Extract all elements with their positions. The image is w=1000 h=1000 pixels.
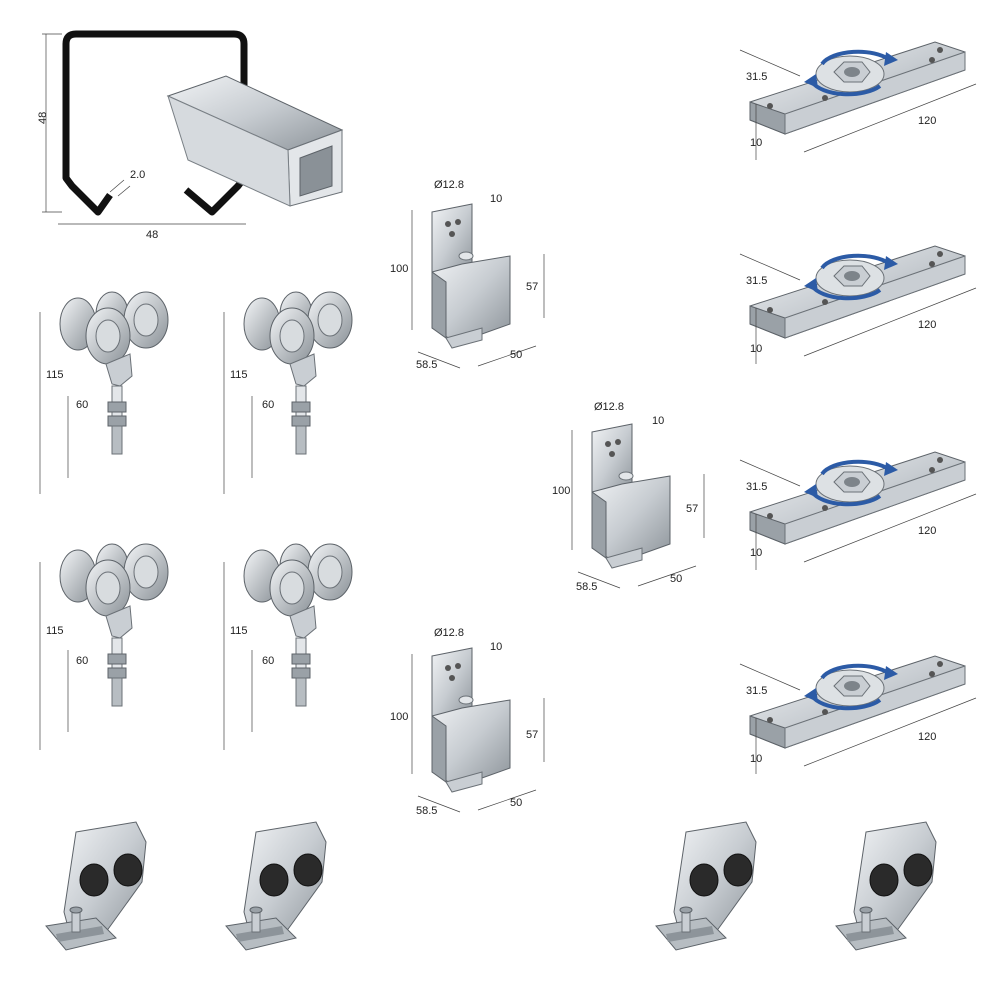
bracket-3 (431, 647, 511, 793)
bracket-1-depth: 58.5 (416, 359, 437, 371)
trolley-dims (39, 312, 253, 750)
bracket-2-depth: 58.5 (576, 581, 597, 593)
plate-1-length: 120 (918, 115, 936, 127)
trolley-1-height: 115 (46, 369, 64, 381)
bracket-3-inner-height: 57 (526, 729, 538, 741)
floor-guide-1 (45, 821, 147, 951)
bracket-1-width: 50 (510, 349, 522, 361)
trolley-4-bolt: 60 (262, 655, 274, 667)
trolley-3-height: 115 (46, 625, 64, 637)
rail-profile: 48 48 2.0 (37, 30, 248, 241)
bracket-1-hole: Ø12.8 (434, 179, 464, 191)
plate-3-offset: 31.5 (746, 481, 767, 493)
trolley-3-bolt: 60 (76, 655, 88, 667)
bracket-2 (591, 423, 671, 569)
trolley-1-bolt: 60 (76, 399, 88, 411)
bracket-1-inner-height: 57 (526, 281, 538, 293)
plate-2-length: 120 (918, 319, 936, 331)
bracket-dims (411, 210, 705, 813)
trolley-4-height: 115 (230, 625, 248, 637)
plate-2-offset: 31.5 (746, 275, 767, 287)
bracket-3-width: 50 (510, 797, 522, 809)
profile-height-label: 48 (37, 112, 49, 124)
rail-segment (166, 75, 344, 207)
bracket-3-hole: Ø12.8 (434, 627, 464, 639)
bracket-2-width: 50 (670, 573, 682, 585)
profile-width-label: 48 (146, 229, 158, 241)
trolley-4 (243, 543, 353, 707)
plate-4-offset: 31.5 (746, 685, 767, 697)
bracket-1-height: 100 (390, 263, 408, 275)
plate-2-height: 10 (750, 343, 762, 355)
plate-1-offset: 31.5 (746, 71, 767, 83)
trolley-2-bolt: 60 (262, 399, 274, 411)
trolley-1 (59, 291, 169, 455)
plate-dims (739, 49, 977, 774)
floor-guide-4 (835, 821, 937, 951)
trolley-3 (59, 543, 169, 707)
bracket-3-height: 100 (390, 711, 408, 723)
floor-guide-3 (655, 821, 757, 951)
bracket-1-hole-offset: 10 (490, 193, 502, 205)
bracket-2-hole: Ø12.8 (594, 401, 624, 413)
trolley-2-height: 115 (230, 369, 248, 381)
bracket-2-inner-height: 57 (686, 503, 698, 515)
bracket-3-depth: 58.5 (416, 805, 437, 817)
bracket-3-hole-offset: 10 (490, 641, 502, 653)
profile-thickness-label: 2.0 (130, 169, 145, 181)
plate-3-height: 10 (750, 547, 762, 559)
plate-3-length: 120 (918, 525, 936, 537)
trolley-2 (243, 291, 353, 455)
plate-1-height: 10 (750, 137, 762, 149)
plate-4-length: 120 (918, 731, 936, 743)
bracket-2-height: 100 (552, 485, 570, 497)
bracket-2-hole-offset: 10 (652, 415, 664, 427)
plate-4-height: 10 (750, 753, 762, 765)
floor-guide-2 (225, 821, 327, 951)
rail-section-outline (62, 30, 248, 216)
bracket-1 (431, 203, 511, 349)
